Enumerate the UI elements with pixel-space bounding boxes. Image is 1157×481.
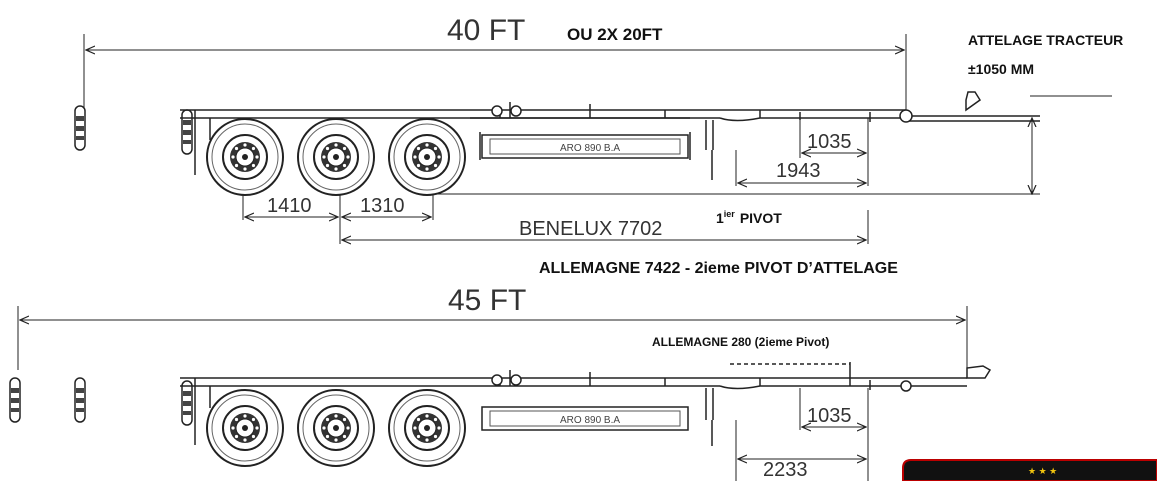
corner-badge: ★ ★ ★ [902, 459, 1157, 481]
wheel-icon [388, 118, 466, 196]
wheel-icon [388, 389, 466, 467]
dim-1310: 1310 [360, 195, 405, 217]
bottom-toolbox [481, 406, 689, 431]
bottom-right-dimensions [735, 388, 869, 481]
dim-1943: 1943 [776, 160, 821, 182]
bottom-chassis [180, 362, 992, 446]
rear-lamp-icon [9, 377, 21, 423]
allemagne-7422-label: ALLEMAGNE 7422 - 2ieme PIVOT D’ATTELAGE [539, 260, 898, 277]
rear-lamp-icon [181, 380, 193, 426]
top-alt-label: OU 2X 20FT [567, 25, 663, 44]
wheel-icon [297, 118, 375, 196]
badge-stars-icon: ★ ★ ★ [1028, 466, 1057, 476]
coupling-title: ATTELAGE TRACTEUR [968, 32, 1123, 48]
bottom-plate-text: ARO 890 B.A [560, 415, 620, 426]
coupling-height: ±1050 MM [968, 61, 1034, 77]
bottom-trailer: 45 FT ALLEMAGNE 280 (2ieme Pivot) ARO 89… [9, 284, 992, 481]
top-right-dimensions [735, 118, 869, 186]
bottom-length-label: 45 FT [448, 284, 526, 317]
coupling-height-dimension [438, 95, 1112, 194]
rear-lamp-icon [181, 109, 193, 155]
top-length-label: 40 FT [447, 14, 525, 47]
dim-benelux: BENELUX 7702 [519, 218, 662, 240]
dim-1035-top: 1035 [807, 131, 852, 153]
bottom-length-dimension [17, 306, 968, 370]
rear-lamp-icon [74, 377, 86, 423]
dim-1410: 1410 [267, 195, 312, 217]
dim-2233: 2233 [763, 459, 808, 481]
rear-lamp-icon [74, 105, 86, 151]
top-plate-text: ARO 890 B.A [560, 143, 620, 154]
axle-dimensions [242, 195, 869, 244]
dim-1035-bottom: 1035 [807, 405, 852, 427]
top-length-dimension [83, 34, 907, 112]
allemagne-280-label: ALLEMAGNE 280 (2ieme Pivot) [652, 335, 829, 349]
wheel-icon [206, 389, 284, 467]
top-toolbox [481, 134, 689, 159]
wheel-icon [297, 389, 375, 467]
wheel-icon [206, 118, 284, 196]
top-trailer: 40 FT OU 2X 20FT ATTELAGE TRACTEUR ±1050… [74, 14, 1123, 244]
top-chassis [180, 91, 1040, 180]
